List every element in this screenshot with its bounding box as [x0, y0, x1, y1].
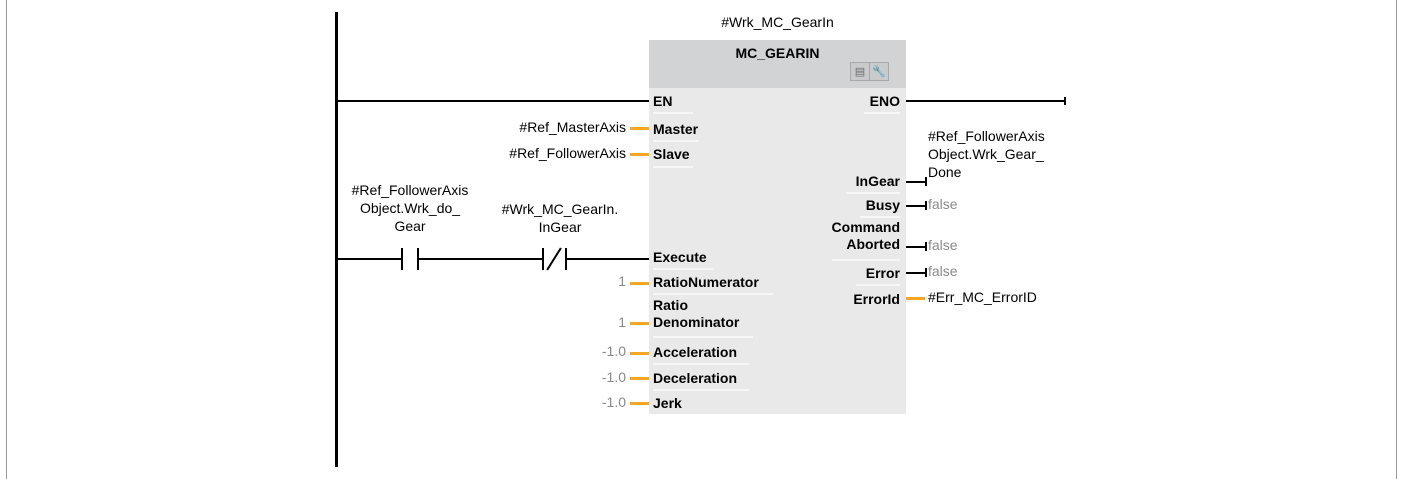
pin-execute: Execute: [653, 249, 707, 265]
jerk-connector[interactable]: [630, 402, 649, 405]
jerk-value[interactable]: -1.0: [601, 394, 626, 410]
pin-en: EN: [653, 93, 673, 109]
ratio-denominator-connector[interactable]: [630, 322, 649, 325]
pin-separator: [653, 166, 693, 168]
nc-contact-label-line2: InGear: [538, 219, 582, 235]
deceleration-value[interactable]: -1.0: [601, 369, 626, 385]
command-aborted-value[interactable]: false: [928, 237, 958, 253]
pin-in-gear: InGear: [855, 173, 900, 189]
pin-command-aborted: Command Aborted: [832, 219, 900, 253]
pin-ratio-denominator-line2: Denominator: [653, 314, 740, 330]
no-contact-label-line2: Object.Wrk_do_: [359, 200, 461, 216]
error-id-connector[interactable]: [906, 297, 925, 300]
pin-deceleration: Deceleration: [653, 370, 738, 386]
execute-wire-2[interactable]: [419, 258, 543, 260]
slave-connector[interactable]: [630, 153, 649, 156]
pin-ratio-denominator-line1: Ratio: [653, 297, 688, 313]
frame-border-right: [1396, 0, 1397, 479]
pin-separator: [653, 336, 753, 338]
pin-separator: [832, 259, 900, 261]
pin-separator: [856, 284, 900, 286]
pin-eno: ENO: [869, 93, 900, 109]
ratio-numerator-value[interactable]: 1: [618, 273, 626, 289]
ratio-numerator-connector[interactable]: [630, 282, 649, 285]
pin-separator: [653, 389, 749, 391]
master-value[interactable]: #Ref_MasterAxis: [519, 119, 626, 135]
in-gear-value-line1: #Ref_FollowerAxis: [928, 128, 1045, 144]
wrench-icon[interactable]: 🔧: [869, 63, 888, 80]
in-gear-connector[interactable]: [906, 181, 926, 183]
busy-value[interactable]: false: [928, 196, 958, 212]
pin-busy: Busy: [865, 197, 900, 213]
pin-ratio-numerator: RatioNumerator: [653, 274, 759, 290]
pin-master: Master: [653, 121, 699, 137]
nc-contact-left-bar[interactable]: [542, 248, 544, 270]
frame-border-left: [6, 0, 7, 479]
pin-separator: [846, 192, 900, 194]
acceleration-value[interactable]: -1.0: [601, 343, 626, 359]
eno-wire-end: [1064, 97, 1066, 105]
in-gear-value-line2: Object.Wrk_Gear_: [928, 146, 1044, 162]
busy-connector-end: [925, 201, 927, 210]
en-wire[interactable]: [337, 100, 649, 102]
pin-command-aborted-line2: Aborted: [846, 236, 900, 252]
pin-separator: [653, 268, 713, 270]
nc-contact-label: #Wrk_MC_GearIn. InGear: [480, 200, 640, 236]
pin-separator: [653, 293, 773, 295]
execute-wire-3[interactable]: [567, 258, 649, 260]
block-icon[interactable]: ▤: [854, 66, 866, 78]
pin-command-aborted-line1: Command: [831, 219, 900, 235]
slave-value[interactable]: #Ref_FollowerAxis: [509, 145, 626, 161]
pin-slave: Slave: [653, 146, 690, 162]
pin-separator: [653, 140, 699, 142]
nc-contact-slash: [546, 247, 562, 271]
block-toolbar: ▤ 🔧: [850, 62, 889, 81]
error-connector-end: [925, 268, 927, 277]
eno-wire[interactable]: [906, 100, 1065, 102]
no-contact-right-bar[interactable]: [417, 248, 419, 270]
command-aborted-connector[interactable]: [906, 246, 926, 248]
error-connector[interactable]: [906, 272, 926, 274]
deceleration-connector[interactable]: [630, 377, 649, 380]
pin-ratio-denominator: Ratio Denominator: [653, 297, 739, 331]
error-value[interactable]: false: [928, 263, 958, 279]
pin-separator: [653, 112, 693, 114]
power-rail: [335, 12, 338, 467]
nc-contact-right-bar[interactable]: [565, 248, 567, 270]
pin-error-id: ErrorId: [853, 291, 900, 307]
command-aborted-connector-end: [925, 242, 927, 251]
ratio-denominator-value[interactable]: 1: [618, 314, 626, 330]
no-contact-left-bar[interactable]: [401, 248, 403, 270]
function-block[interactable]: MC_GEARIN ▤ 🔧 EN Master Slave Execute Ra…: [649, 40, 906, 414]
pin-jerk: Jerk: [653, 395, 682, 411]
pin-separator: [860, 216, 900, 218]
acceleration-connector[interactable]: [630, 352, 649, 355]
execute-wire-1[interactable]: [337, 258, 402, 260]
pin-error: Error: [865, 265, 900, 281]
nc-contact-label-line1: #Wrk_MC_GearIn.: [501, 201, 619, 217]
pin-separator: [653, 363, 749, 365]
error-id-value[interactable]: #Err_MC_ErrorID: [928, 289, 1037, 305]
instance-name[interactable]: #Wrk_MC_GearIn: [721, 14, 834, 30]
master-connector[interactable]: [630, 127, 649, 130]
pin-acceleration: Acceleration: [653, 344, 738, 360]
in-gear-connector-end: [925, 177, 927, 186]
busy-connector[interactable]: [906, 205, 926, 207]
in-gear-value-line3: Done: [928, 164, 962, 180]
in-gear-value[interactable]: #Ref_FollowerAxis Object.Wrk_Gear_ Done: [928, 127, 1045, 181]
no-contact-label-line3: Gear: [394, 218, 426, 234]
no-contact-label-line1: #Ref_FollowerAxis: [351, 182, 469, 198]
pin-separator: [864, 112, 900, 114]
block-header: MC_GEARIN ▤ 🔧: [649, 40, 906, 88]
block-type-name: MC_GEARIN: [735, 45, 820, 61]
no-contact-label: #Ref_FollowerAxis Object.Wrk_do_ Gear: [334, 181, 486, 235]
